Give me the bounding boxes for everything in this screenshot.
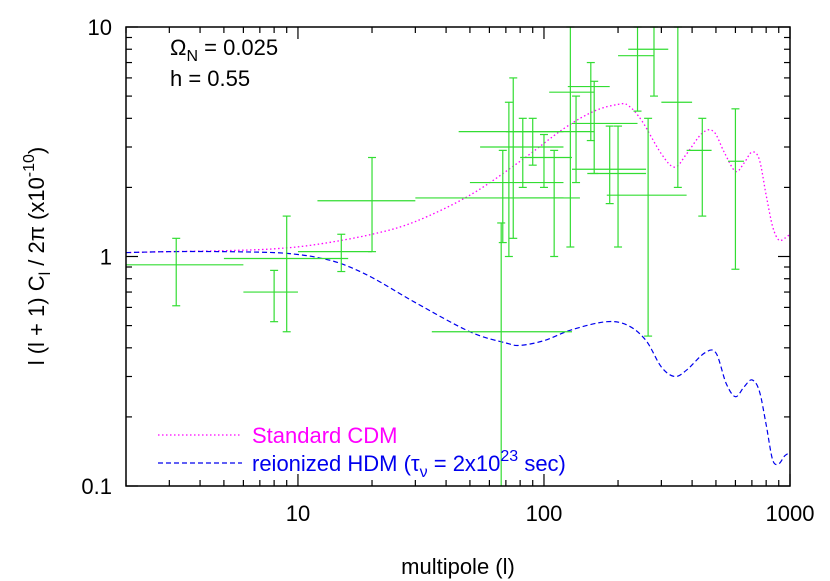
omega-value: = 0.025 bbox=[198, 35, 278, 60]
y-axis-title: l (l + 1) Cl / 2π (x10-10) bbox=[21, 147, 54, 366]
plot-points bbox=[126, 26, 744, 486]
data-point bbox=[480, 117, 564, 189]
data-point bbox=[505, 117, 555, 166]
x-axis-title: multipole (l) bbox=[401, 554, 515, 579]
axis-tick-labels: 10 100 1000 0.1 1 10 bbox=[81, 15, 814, 526]
data-point bbox=[317, 156, 416, 253]
y-axis-title-part3: ) bbox=[24, 147, 49, 154]
data-point bbox=[297, 233, 373, 273]
y-tick-label: 0.1 bbox=[81, 474, 112, 499]
data-point bbox=[567, 61, 610, 142]
axis-ticks bbox=[125, 26, 791, 487]
legend-hdm-mid: = 2x10 bbox=[428, 451, 501, 476]
legend-hdm-label: reionized HDM (τν = 2x1023 sec) bbox=[252, 448, 566, 481]
data-point bbox=[587, 125, 647, 248]
legend-hdm-superscript: 23 bbox=[500, 448, 518, 465]
data-point bbox=[554, 95, 595, 184]
data-point bbox=[606, 117, 687, 337]
y-tick-label: 1 bbox=[100, 245, 112, 270]
y-axis-title-subscript: l bbox=[37, 272, 54, 276]
data-point bbox=[520, 133, 573, 189]
data-point bbox=[243, 269, 298, 323]
legend-hdm-prefix: reionized HDM (τ bbox=[252, 451, 420, 476]
data-point bbox=[686, 117, 712, 217]
data-point bbox=[572, 125, 647, 205]
data-point bbox=[126, 237, 244, 307]
series-line-1 bbox=[125, 250, 791, 466]
omega-symbol: Ω bbox=[170, 35, 186, 60]
data-point bbox=[728, 108, 744, 270]
omega-annotation: ΩN = 0.025 bbox=[170, 35, 278, 65]
data-point bbox=[431, 222, 573, 486]
legend-cdm-label: Standard CDM bbox=[252, 423, 398, 448]
y-tick-label: 10 bbox=[88, 15, 112, 40]
omega-subscript: N bbox=[186, 48, 198, 65]
h-annotation: h = 0.55 bbox=[170, 66, 250, 91]
plot-lines bbox=[125, 102, 791, 466]
x-tick-label: 100 bbox=[526, 501, 563, 526]
data-point bbox=[223, 215, 349, 333]
legend: Standard CDM reionized HDM (τν = 2x1023 … bbox=[158, 423, 566, 481]
y-axis-title-part2: / 2π (x10 bbox=[24, 177, 49, 272]
data-point bbox=[469, 101, 564, 258]
x-tick-label: 10 bbox=[286, 501, 310, 526]
y-axis-title-superscript: -10 bbox=[21, 154, 38, 177]
x-tick-label: 1000 bbox=[766, 501, 815, 526]
legend-hdm-suffix: sec) bbox=[518, 451, 566, 476]
y-axis-title-part1: l (l + 1) C bbox=[24, 275, 49, 365]
legend-hdm-subscript: ν bbox=[420, 464, 428, 481]
